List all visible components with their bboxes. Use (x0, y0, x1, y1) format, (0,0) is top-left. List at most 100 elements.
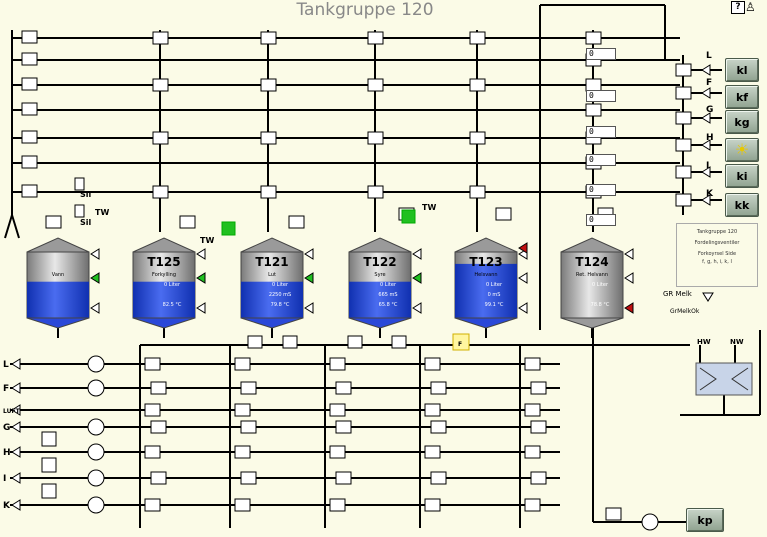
header-valve-7[interactable] (21, 184, 38, 198)
kg-button[interactable]: kg (725, 110, 759, 134)
column-valve-3-7[interactable] (367, 185, 384, 199)
column-valve-2-7[interactable] (260, 185, 277, 199)
meter-3[interactable] (41, 483, 57, 499)
return-pump-icon[interactable] (641, 513, 659, 531)
column-valve-4-3[interactable] (469, 78, 486, 92)
lower-valve-4-4[interactable] (430, 420, 447, 434)
lower-valve-5-1[interactable] (524, 357, 541, 371)
column-valve-1-1[interactable] (152, 31, 169, 45)
lower-valve-3-2[interactable] (335, 381, 352, 395)
lower-valve-3-1[interactable] (329, 357, 346, 371)
lower-valve-5-7[interactable] (524, 498, 541, 512)
tank-top-valve-5[interactable] (495, 207, 512, 221)
column-valve-3-1[interactable] (367, 31, 384, 45)
lower-valve-4-7[interactable] (424, 498, 441, 512)
lower-valve-5-3[interactable] (524, 403, 541, 417)
kk-button[interactable]: kk (725, 193, 759, 217)
lower-valve-1-5[interactable] (144, 445, 161, 459)
lower-valve-2-5[interactable] (234, 445, 251, 459)
return-valve[interactable] (605, 507, 622, 521)
lower-valve-5-6[interactable] (530, 471, 547, 485)
strainer-1[interactable] (74, 177, 85, 191)
column-valve-1-5[interactable] (152, 131, 169, 145)
lower-valve-4-6[interactable] (430, 471, 447, 485)
lower-valve-3-4[interactable] (335, 420, 352, 434)
lower-valve-3-7[interactable] (329, 498, 346, 512)
meter-1[interactable] (41, 431, 57, 447)
lower-valve-3-3[interactable] (329, 403, 346, 417)
distributor-valve-6[interactable] (675, 193, 692, 207)
distributor-valve-2[interactable] (675, 86, 692, 100)
help-icon[interactable]: ? (731, 1, 745, 14)
header-valve-3[interactable] (21, 77, 38, 91)
column-valve-5-1[interactable] (585, 31, 602, 45)
strainer-2[interactable] (74, 204, 85, 218)
tank-top-valve-2[interactable] (179, 215, 196, 229)
lower-valve-2-3[interactable] (234, 403, 251, 417)
lower-valve-3-5[interactable] (329, 445, 346, 459)
green-indicator-2[interactable] (401, 209, 416, 224)
kp-button[interactable]: kp (686, 508, 724, 532)
wave-chart-icon[interactable] (347, 335, 363, 349)
value-field-2[interactable]: 0 (586, 90, 616, 102)
lower-valve-1-6[interactable] (150, 471, 167, 485)
column-valve-3-3[interactable] (367, 78, 384, 92)
kf-button[interactable]: kf (725, 85, 759, 109)
lower-valve-1-2[interactable] (150, 381, 167, 395)
meter-2[interactable] (41, 457, 57, 473)
header-valve-4[interactable] (21, 102, 38, 116)
column-valve-4-7[interactable] (469, 185, 486, 199)
column-valve-1-3[interactable] (152, 78, 169, 92)
lower-valve-2-6[interactable] (240, 471, 257, 485)
value-field-5[interactable]: 0 (586, 184, 616, 196)
lower-valve-4-2[interactable] (430, 381, 447, 395)
lower-valve-1-7[interactable] (144, 498, 161, 512)
lower-valve-3-6[interactable] (335, 471, 352, 485)
column-valve-2-5[interactable] (260, 131, 277, 145)
lower-valve-2-1[interactable] (234, 357, 251, 371)
column-valve-3-5[interactable] (367, 131, 384, 145)
hx-body[interactable] (695, 362, 753, 396)
value-field-4[interactable]: 0 (586, 154, 616, 166)
lower-valve-4-5[interactable] (424, 445, 441, 459)
bar-chart-icon[interactable] (247, 335, 263, 349)
kl-button[interactable]: kl (725, 58, 759, 82)
lower-valve-2-2[interactable] (240, 381, 257, 395)
lower-valve-4-1[interactable] (424, 357, 441, 371)
header-valve-5[interactable] (21, 130, 38, 144)
lower-valve-4-3[interactable] (424, 403, 441, 417)
pump-icon[interactable] (87, 418, 105, 436)
pump-icon[interactable] (87, 355, 105, 373)
distributor-valve-5[interactable] (675, 165, 692, 179)
column-valve-1-7[interactable] (152, 185, 169, 199)
lower-valve-5-4[interactable] (530, 420, 547, 434)
value-field-3[interactable]: 0 (586, 126, 616, 138)
header-valve-1[interactable] (21, 30, 38, 44)
pump-icon[interactable] (87, 496, 105, 514)
bar-chart-icon[interactable] (391, 335, 407, 349)
person-icon[interactable]: ♙ (745, 0, 756, 14)
column-valve-2-3[interactable] (260, 78, 277, 92)
lower-valve-2-4[interactable] (240, 420, 257, 434)
header-valve-6[interactable] (21, 155, 38, 169)
column-valve-4-5[interactable] (469, 131, 486, 145)
lower-valve-5-2[interactable] (530, 381, 547, 395)
lower-valve-2-7[interactable] (234, 498, 251, 512)
wave-chart-icon[interactable] (282, 335, 298, 349)
pump-icon[interactable] (87, 379, 105, 397)
lower-valve-1-1[interactable] (144, 357, 161, 371)
lower-valve-5-5[interactable] (524, 445, 541, 459)
tank-top-valve-3[interactable] (288, 215, 305, 229)
tank-top-valve-1[interactable] (45, 215, 62, 229)
ki-button[interactable]: ki (725, 164, 759, 188)
value-field-1[interactable]: 0 (586, 48, 616, 60)
heat-exchanger[interactable] (695, 362, 753, 396)
column-valve-5-4[interactable] (585, 103, 602, 117)
lower-valve-1-3[interactable] (144, 403, 161, 417)
value-field-6[interactable]: 0 (586, 214, 616, 226)
column-valve-2-1[interactable] (260, 31, 277, 45)
